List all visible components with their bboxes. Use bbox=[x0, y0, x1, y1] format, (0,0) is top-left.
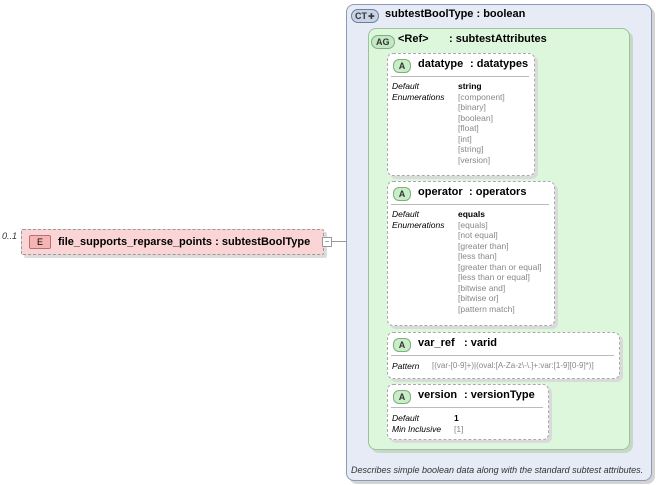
enum-value: [binary] bbox=[458, 102, 486, 112]
attribute-tag-icon: A bbox=[393, 187, 411, 201]
default-label: Default bbox=[392, 413, 419, 423]
attribute-group-tag-icon: AG bbox=[371, 35, 395, 49]
min-inclusive-label: Min Inclusive bbox=[392, 423, 442, 434]
attribute-name: operator bbox=[418, 186, 463, 198]
enum-value: [greater than or equal] bbox=[458, 261, 542, 272]
element-name: file_supports_reparse_points : subtestBo… bbox=[58, 236, 311, 248]
attribute-name: var_ref bbox=[418, 337, 455, 349]
attribute-tag-icon: A bbox=[393, 338, 411, 352]
attribute-separator bbox=[391, 355, 614, 356]
enum-value: [bitwise and] bbox=[458, 282, 506, 293]
enumerations-label: Enumerations bbox=[392, 91, 445, 102]
default-value: 1 bbox=[454, 413, 459, 423]
enum-value: [less than or equal] bbox=[458, 272, 530, 282]
enum-value: [greater than] bbox=[458, 240, 509, 251]
element-node[interactable]: E file_supports_reparse_points : subtest… bbox=[21, 229, 324, 255]
attribute-type: : operators bbox=[469, 186, 527, 198]
attribute-type: : versionType bbox=[464, 389, 535, 401]
enum-value: [boolean] bbox=[458, 112, 493, 123]
enum-value: [string] bbox=[458, 144, 484, 154]
enum-value: [component] bbox=[458, 91, 505, 102]
enum-value: [not equal] bbox=[458, 230, 498, 240]
attribute-group-ref: <Ref> bbox=[398, 33, 429, 45]
attribute-group-name: : subtestAttributes bbox=[449, 33, 547, 45]
default-value: string bbox=[458, 81, 482, 91]
attribute-separator bbox=[391, 407, 543, 408]
enum-value: [version] bbox=[458, 154, 491, 165]
enum-value: [bitwise or] bbox=[458, 293, 499, 303]
attribute-name: datatype bbox=[418, 58, 464, 70]
enum-value: [equals] bbox=[458, 219, 488, 230]
attribute-name: version bbox=[418, 389, 458, 401]
attribute-separator bbox=[391, 76, 529, 77]
attribute-version[interactable]: A version : versionType Default Min Incl… bbox=[387, 384, 549, 440]
complex-type-title: subtestBoolType : boolean bbox=[385, 8, 526, 20]
attribute-operator[interactable]: A operator : operators Default Enumerati… bbox=[387, 181, 555, 326]
attribute-type: : varid bbox=[464, 337, 498, 349]
element-tag-icon: E bbox=[29, 235, 51, 249]
complex-type-description: Describes simple boolean data along with… bbox=[351, 465, 644, 475]
element-cardinality: 0..1 bbox=[2, 231, 18, 241]
enum-value: [less than] bbox=[458, 251, 497, 261]
min-inclusive-value: [1] bbox=[454, 423, 464, 434]
attribute-var-ref[interactable]: A var_ref : varid Pattern [(var-[0-9]+)|… bbox=[387, 332, 620, 379]
default-label: Default bbox=[392, 209, 419, 219]
enum-value: [int] bbox=[458, 133, 472, 144]
enumerations-label: Enumerations bbox=[392, 219, 445, 230]
attribute-separator bbox=[391, 204, 549, 205]
enum-value: [float] bbox=[458, 123, 479, 133]
attribute-tag-icon: A bbox=[393, 59, 411, 73]
default-value: equals bbox=[458, 209, 485, 219]
pattern-label: Pattern bbox=[392, 361, 420, 371]
enum-value: [pattern match] bbox=[458, 303, 515, 314]
attribute-type: : datatypes bbox=[470, 58, 529, 70]
pattern-value: [(var-[0-9]+)|(oval:[A-Za-z\-\.]+:var:[1… bbox=[432, 361, 594, 370]
attribute-datatype[interactable]: A datatype : datatypes Default Enumerati… bbox=[387, 53, 535, 176]
default-label: Default bbox=[392, 81, 419, 91]
complex-type-tag-icon: CT✚ bbox=[351, 9, 379, 23]
attribute-tag-icon: A bbox=[393, 390, 411, 404]
collapse-toggle-icon[interactable]: − bbox=[322, 237, 332, 247]
